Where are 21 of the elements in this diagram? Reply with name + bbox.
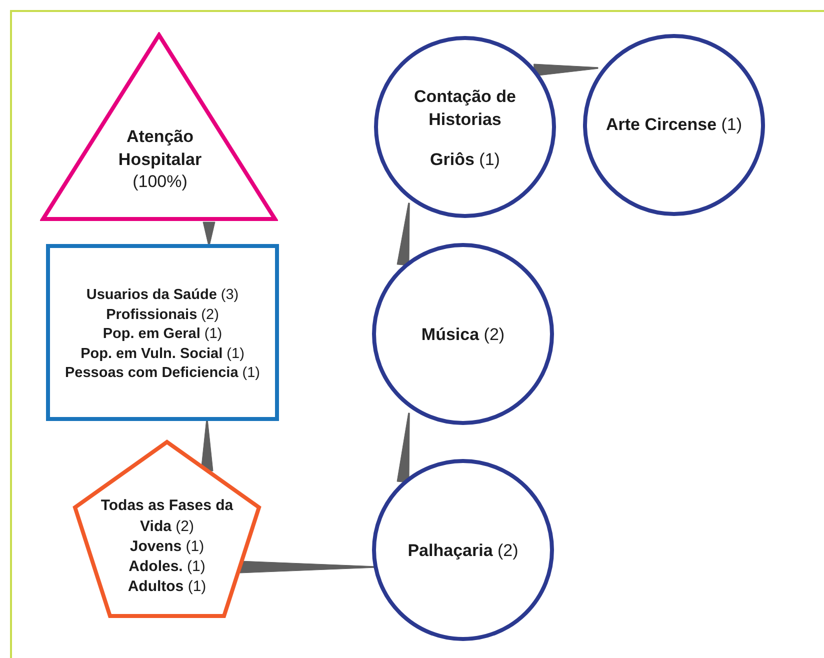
- node-text: Arte Circense (1): [606, 114, 742, 136]
- node-text: Griôs (1): [430, 149, 500, 172]
- node-text: Profissionais (2): [106, 306, 219, 325]
- node-text: Pop. em Vuln. Social (1): [80, 344, 244, 364]
- tapered-connector: [200, 420, 214, 472]
- node-text: Atenção Hospitalar (100%): [117, 126, 203, 194]
- tapered-connector: [396, 412, 410, 483]
- tapered-connector: [396, 202, 410, 266]
- node-text: Pop. em Geral (1): [102, 325, 222, 344]
- node-text: Adoles. (1): [128, 557, 206, 578]
- node-text: Música (2): [421, 324, 505, 346]
- node-text: Jovens (1): [130, 536, 204, 557]
- node-text: Adultos (1): [128, 577, 206, 598]
- node-text: Usuarios da Saúde (3): [86, 286, 239, 306]
- tapered-connector: [240, 560, 374, 574]
- node-text: Todas as Fases da Vida (2): [100, 496, 234, 537]
- tapered-connector: [202, 222, 216, 246]
- node-text: Contação de Historias: [412, 86, 518, 131]
- node-text: Pessoas com Deficiencia (1): [64, 364, 260, 384]
- node-text: Palhaçaria (2): [408, 540, 518, 562]
- tapered-connector: [534, 64, 598, 76]
